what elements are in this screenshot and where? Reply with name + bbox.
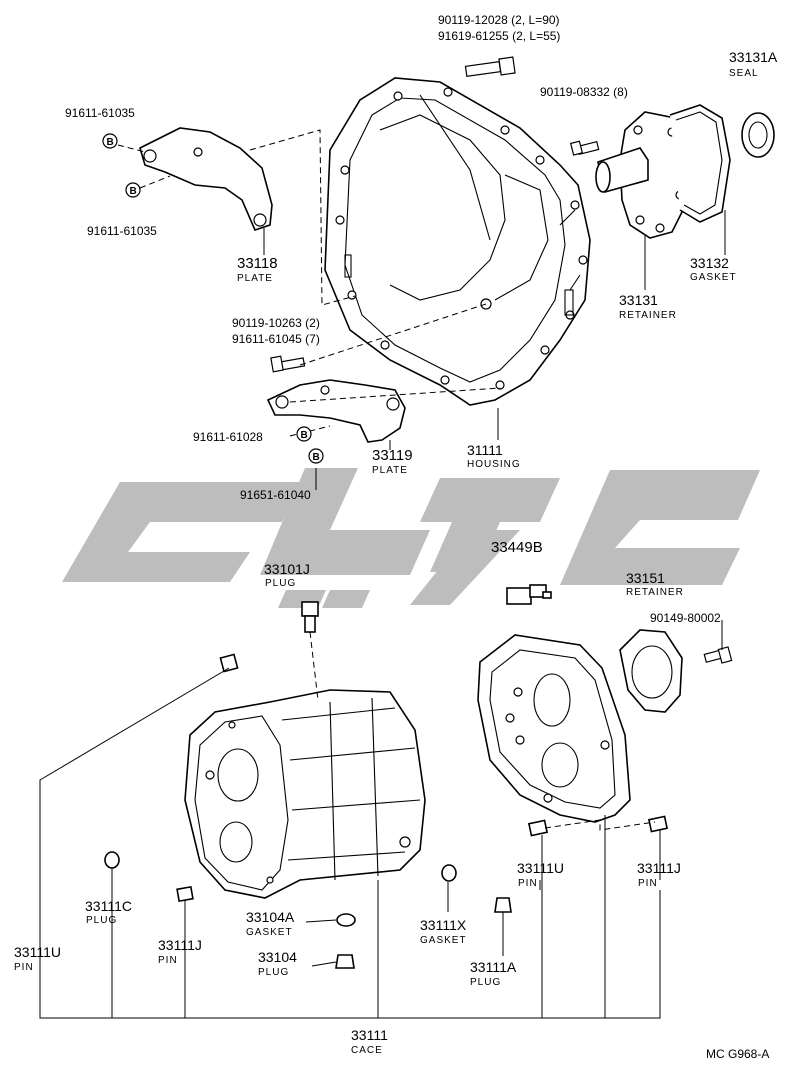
label-switch-pn: 33449B <box>491 539 543 556</box>
label-gasket-x-nm: GASKET <box>420 935 467 946</box>
gasket-33104a <box>336 913 356 927</box>
leader-lines <box>39 210 726 1019</box>
label-seal-nm: SEAL <box>729 68 759 79</box>
pin-33111j-left <box>176 885 194 903</box>
label-plate1-pn: 33118 <box>237 255 278 272</box>
plate-33119 <box>266 379 406 443</box>
gasket-33132 <box>669 104 731 223</box>
plug-33111c <box>104 851 120 869</box>
label-pin-u-right-nm: PIN <box>518 878 538 889</box>
bolt-top <box>464 56 516 77</box>
label-housing-bolt-1: 90119-10263 (2) <box>232 316 320 330</box>
bolt-housing <box>270 355 306 373</box>
gasket-33111x <box>441 864 457 882</box>
pin-33111j-right <box>647 815 669 833</box>
label-pin-u-left-nm: PIN <box>14 962 34 973</box>
label-plug-c-nm: PLUG <box>86 915 117 926</box>
label-housing-pn: 31111 <box>467 442 503 458</box>
label-case-nm: CACE <box>351 1045 383 1056</box>
label-retainer-pn: 33131 <box>619 292 658 308</box>
label-plate2-nm: PLATE <box>372 465 408 476</box>
label-plate-bolt-b: 91611-61035 <box>87 224 157 238</box>
label-retainer-nm: RETAINER <box>619 310 677 321</box>
housing-31111 <box>324 77 591 406</box>
label-plug-nm: PLUG <box>265 578 296 589</box>
label-pin-j-right-pn: 33111J <box>637 860 681 876</box>
label-pin-j-left-nm: PIN <box>158 955 178 966</box>
label-case-pn: 33111 <box>351 1027 388 1043</box>
pin-33111u-right <box>527 819 549 837</box>
label-plate2-bolt-b: 91651-61040 <box>240 488 311 502</box>
label-plate1-nm: PLATE <box>237 273 273 284</box>
label-plate2-pn: 33119 <box>372 447 413 464</box>
label-plug4-pn: 33104 <box>258 949 297 965</box>
label-housing-bolt-2: 91611-61045 (7) <box>232 332 320 346</box>
retainer-33151 <box>619 629 683 713</box>
extension-housing <box>477 634 631 823</box>
b-marker: B <box>296 426 312 442</box>
label-pin-j-right-nm: PIN <box>638 878 658 889</box>
svg-text:B: B <box>301 430 308 441</box>
b-marker: B <box>308 448 324 464</box>
bolt-retainer2 <box>703 646 733 664</box>
label-pin-u-left-pn: 33111U <box>14 944 61 960</box>
bolt-retainer <box>569 140 600 156</box>
plate-33118 <box>139 127 273 231</box>
label-plate2-bolt-a: 91611-61028 <box>193 430 263 444</box>
label-plug4-nm: PLUG <box>258 967 289 978</box>
watermark-logo <box>62 468 760 608</box>
label-gasket-nm: GASKET <box>690 272 737 283</box>
switch-33449b <box>506 584 552 605</box>
plug-33111a <box>494 897 512 913</box>
label-plug-pn: 33101J <box>264 561 310 577</box>
pin-33111u-left <box>219 653 239 673</box>
label-gasket-a-nm: GASKET <box>246 927 293 938</box>
label-retainer2-nm: RETAINER <box>626 587 684 598</box>
label-plug-a-pn: 33111A <box>470 959 517 975</box>
seal-33131a <box>741 112 775 158</box>
retainer-33131 <box>595 111 691 239</box>
label-plug-a-nm: PLUG <box>470 977 501 988</box>
svg-text:B: B <box>313 452 320 463</box>
footer-code: MC G968-A <box>706 1047 769 1061</box>
label-retainer2-bolt: 90149-80002 <box>650 611 721 625</box>
label-bolt-top-2: 91619-61255 (2, L=55) <box>438 29 560 43</box>
svg-text:B: B <box>107 137 114 148</box>
label-gasket-x-pn: 33111X <box>420 917 467 933</box>
label-bolt-top-1: 90119-12028 (2, L=90) <box>438 13 560 27</box>
b-marker: B <box>102 133 118 149</box>
label-retainer2-pn: 33151 <box>626 570 665 586</box>
label-pin-u-right-pn: 33111U <box>517 860 564 876</box>
label-plate-bolt-a: 91611-61035 <box>65 106 135 120</box>
label-plug-c-pn: 33111C <box>85 898 132 914</box>
label-seal-pn: 33131A <box>729 49 778 65</box>
plug-33104 <box>335 954 355 969</box>
case-33111 <box>184 689 426 899</box>
label-bolt-retainer: 90119-08332 (8) <box>540 85 628 99</box>
label-gasket-a-pn: 33104A <box>246 909 295 925</box>
label-gasket-pn: 33132 <box>690 255 729 271</box>
svg-text:B: B <box>130 186 137 197</box>
label-housing-nm: HOUSING <box>467 459 521 470</box>
label-pin-j-left-pn: 33111J <box>158 937 202 953</box>
b-marker: B <box>125 182 141 198</box>
plug-33101j <box>301 601 319 633</box>
